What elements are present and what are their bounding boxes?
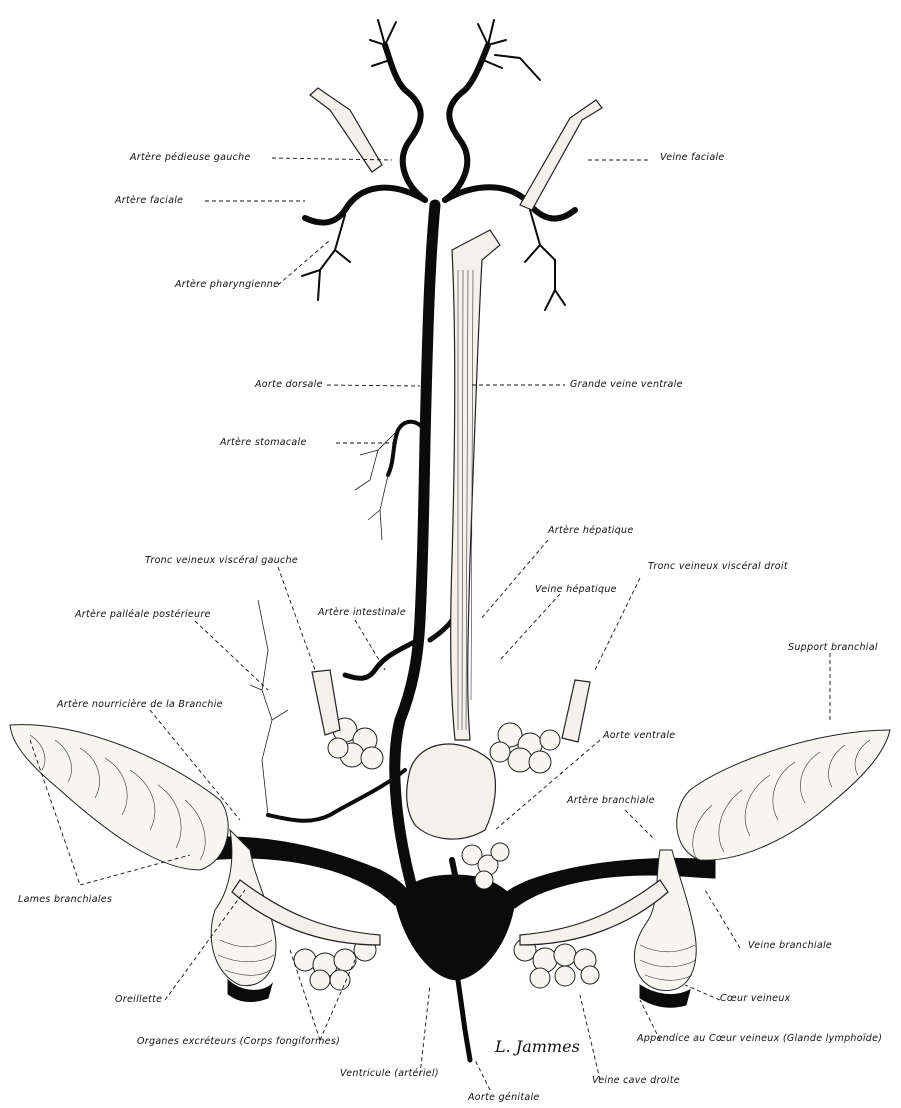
- label-artere-stomacale: Artère stomacale: [220, 437, 307, 448]
- label-artere-branchiale: Artère branchiale: [567, 795, 655, 806]
- label-grande-veine-ventrale: Grande veine ventrale: [570, 379, 683, 390]
- label-artere-faciale: Artère faciale: [115, 195, 183, 206]
- label-oreillette: Oreillette: [115, 994, 162, 1005]
- label-aorte-genitale: Aorte génitale: [468, 1092, 540, 1103]
- label-aorte-ventrale: Aorte ventrale: [603, 730, 675, 741]
- cluster-right-upper: [490, 723, 560, 773]
- label-ventricule: Ventricule (artériel): [340, 1068, 439, 1079]
- label-artere-intestinale: Artère intestinale: [318, 607, 406, 618]
- label-artere-nourriciere-branchie: Artère nourricière de la Branchie: [57, 699, 223, 710]
- label-coeur-veineux: Cœur veineux: [720, 993, 791, 1004]
- label-veine-faciale: Veine faciale: [660, 152, 725, 163]
- label-artere-pharyngienne: Artère pharyngienne: [175, 279, 279, 290]
- label-tronc-veineux-visceral-droit: Tronc veineux viscéral droit: [648, 561, 788, 572]
- signature: L. Jammes: [494, 1037, 580, 1056]
- label-artere-hepatique: Artère hépatique: [548, 525, 634, 536]
- label-support-branchial: Support branchial: [788, 642, 878, 653]
- cluster-right-lower: [514, 939, 599, 988]
- label-appendice-coeur-veineux: Appendice au Cœur veineux (Glande lympho…: [637, 1033, 882, 1044]
- label-veine-branchiale: Veine branchiale: [748, 940, 832, 951]
- left-gill: [10, 725, 228, 870]
- cluster-left-lower: [294, 939, 376, 990]
- label-organes-excreteurs: Organes excréteurs (Corps fongiformes): [137, 1036, 340, 1047]
- label-artere-pedieuse-gauche: Artère pédieuse gauche: [130, 152, 251, 163]
- label-veine-hepatique: Veine hépatique: [535, 584, 617, 595]
- label-lames-branchiales: Lames branchiales: [18, 894, 112, 905]
- right-gill: [677, 730, 890, 860]
- label-tronc-veineux-visceral-gauche: Tronc veineux viscéral gauche: [145, 555, 298, 566]
- label-veine-cave-droite: Veine cave droite: [592, 1075, 680, 1086]
- label-artere-palleale-posterieure: Artère palléale postérieure: [75, 609, 211, 620]
- label-aorte-dorsale: Aorte dorsale: [255, 379, 323, 390]
